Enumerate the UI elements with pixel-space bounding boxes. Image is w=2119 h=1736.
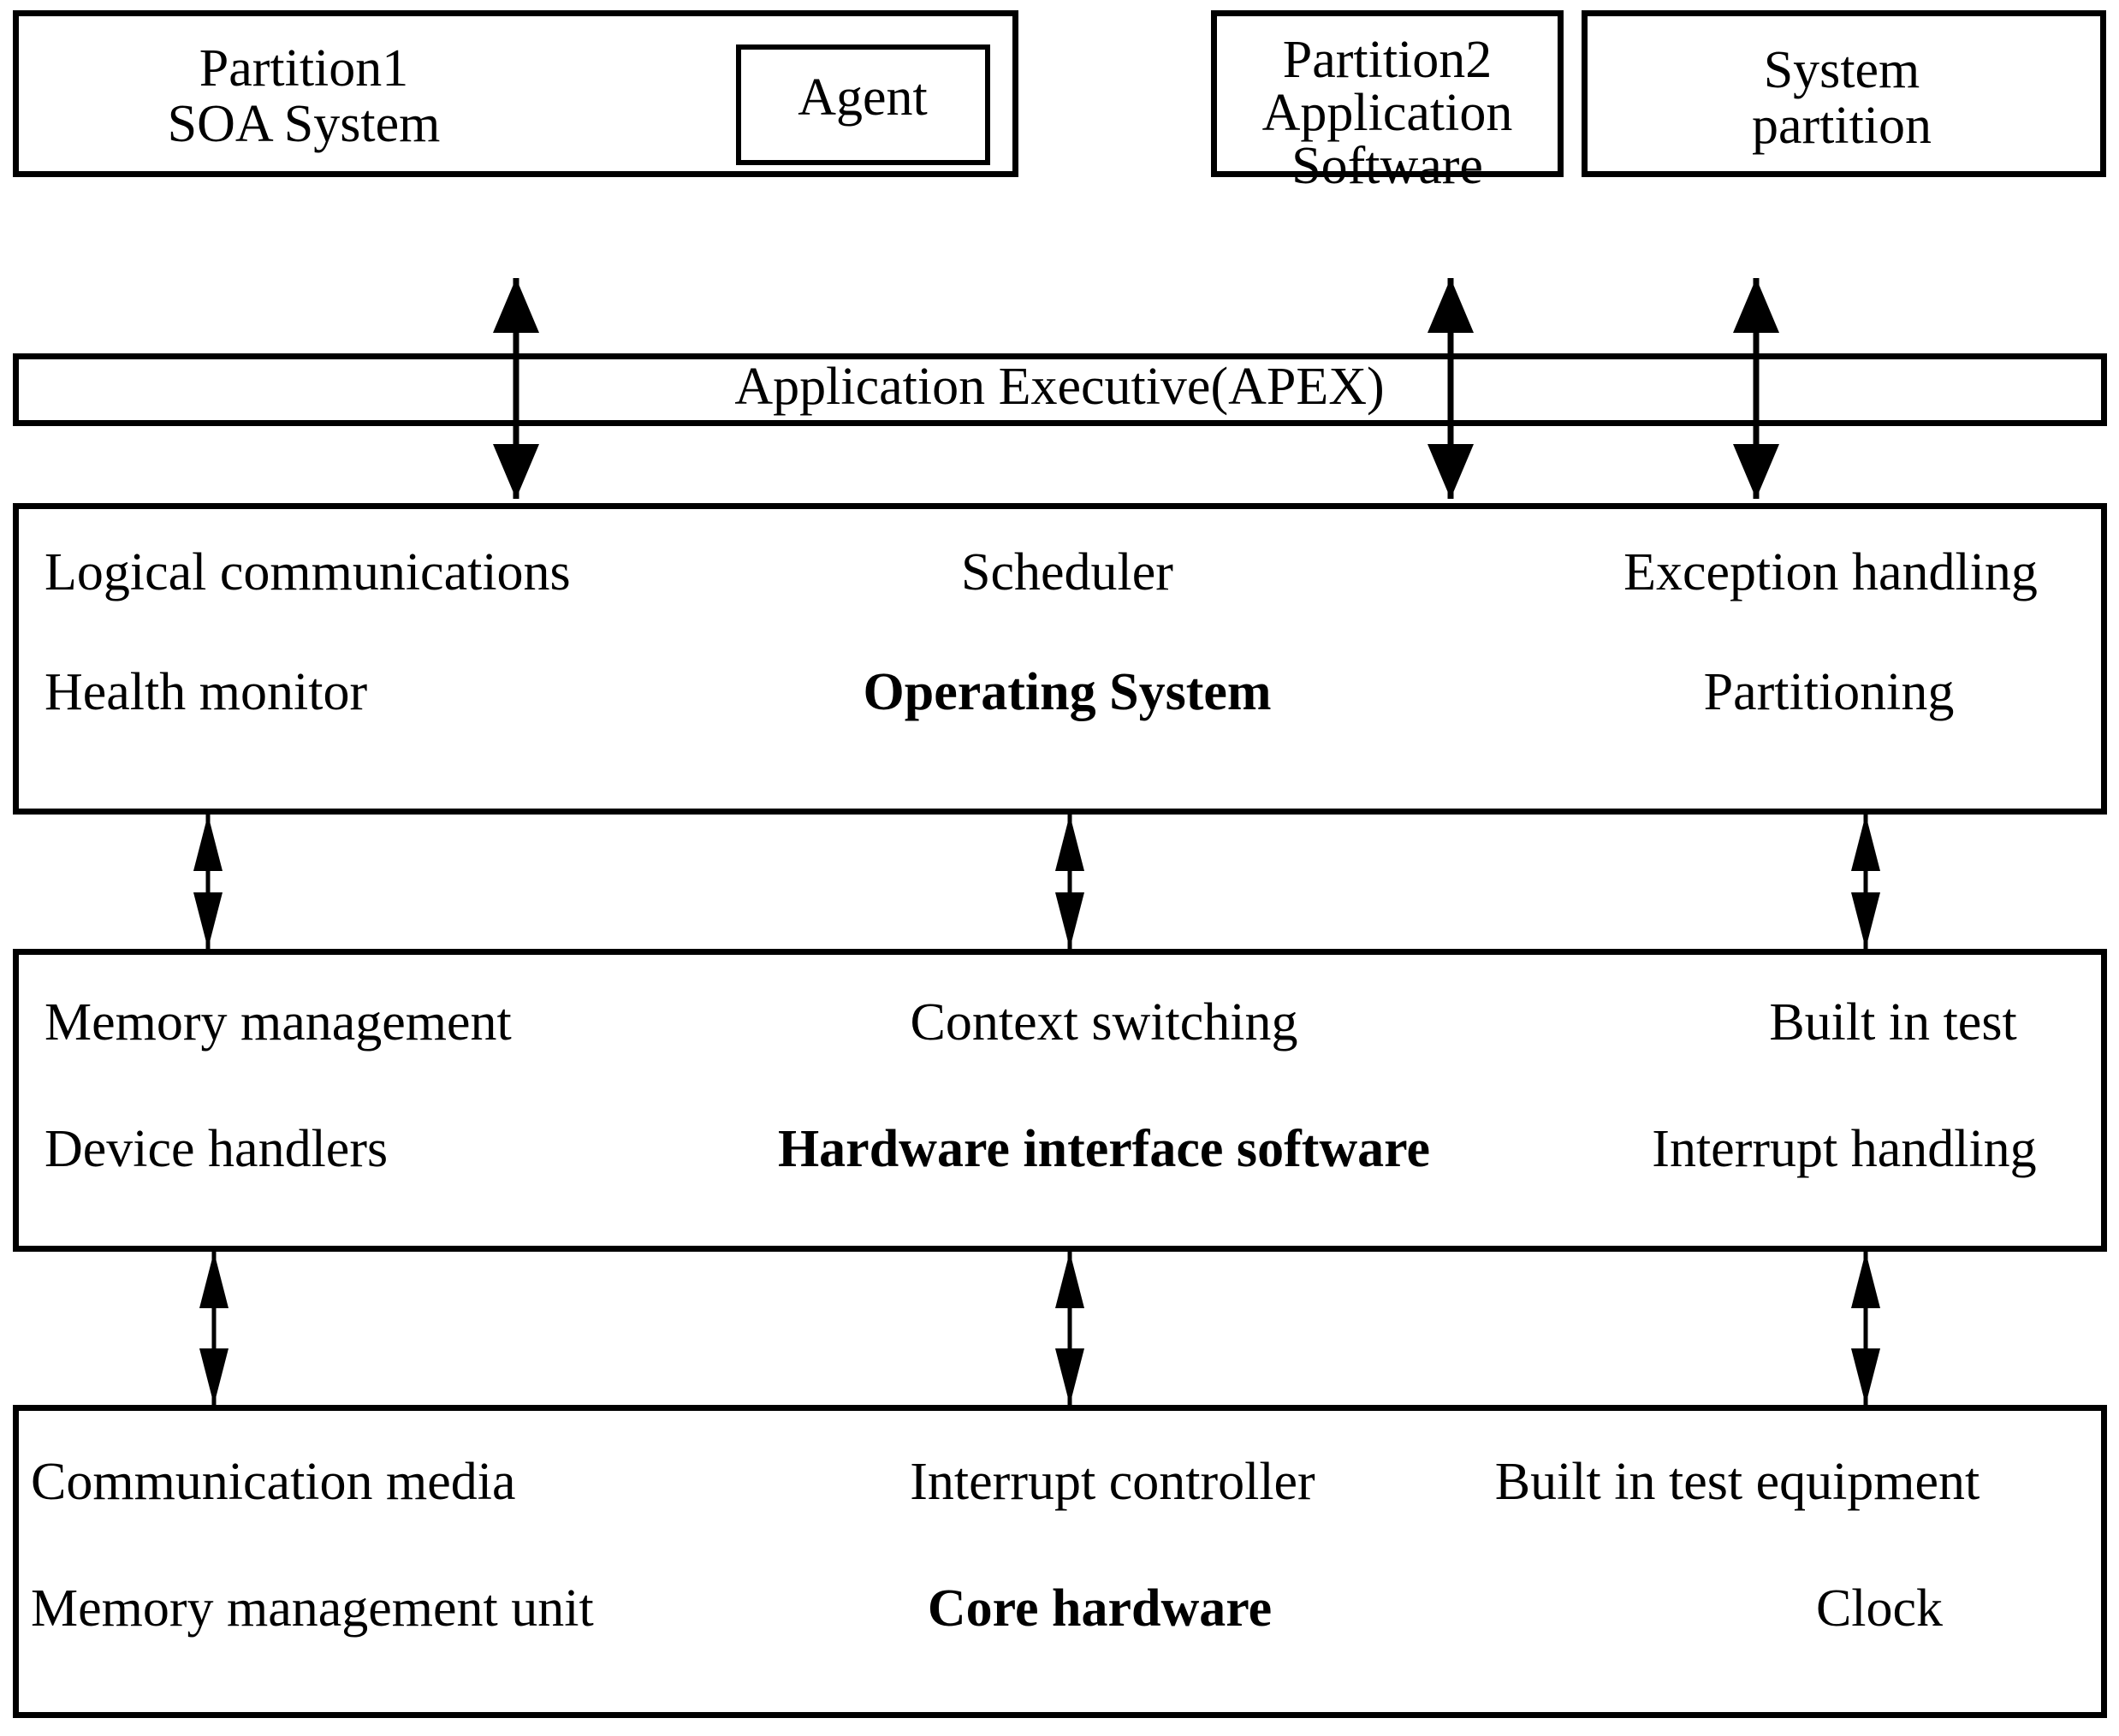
arrow-shaft [1863, 1252, 1868, 1405]
arrow-shaft [1067, 815, 1072, 949]
arrow-shaft [1863, 815, 1868, 949]
arrow-shaft [1753, 278, 1760, 499]
cell-interrupt-handling: Interrupt handling [1652, 1120, 2037, 1178]
cell-hardware-interface-software: Hardware interface software [777, 1120, 1431, 1178]
partition2-box [1211, 10, 1564, 177]
operating-system-box [13, 503, 2107, 815]
arrow-head-down-icon [193, 892, 223, 949]
arrow-head-down-icon [1733, 444, 1779, 499]
cell-scheduler: Scheduler [961, 543, 1173, 601]
hardware-interface-software-box [13, 949, 2107, 1252]
system-partition-box [1582, 10, 2106, 177]
arrow-head-down-icon [1428, 444, 1474, 499]
partition2-label-line3: Software [1291, 137, 1483, 195]
arrow-head-down-icon [1055, 892, 1084, 949]
arrow-shaft [1447, 278, 1454, 499]
cell-memory-management: Memory management [45, 993, 512, 1052]
cell-operating-system: Operating System [863, 663, 1272, 721]
cell-built-in-test-equipment: Built in test equipment [1494, 1453, 1980, 1511]
cell-core-hardware: Core hardware [927, 1579, 1273, 1638]
core-hardware-box [13, 1405, 2107, 1718]
cell-device-handlers: Device handlers [45, 1120, 389, 1178]
agent-box [736, 44, 990, 165]
cell-interrupt-controller: Interrupt controller [910, 1453, 1315, 1511]
arrow-head-down-icon [1055, 1348, 1084, 1405]
arrow-shaft [205, 815, 211, 949]
arrow-head-down-icon [199, 1348, 229, 1405]
partition2-label-line1: Partition2 [1282, 31, 1493, 89]
arrow-shaft [211, 1252, 217, 1405]
cell-exception-handling: Exception handling [1623, 543, 2038, 601]
cell-health-monitor: Health monitor [45, 663, 368, 721]
cell-logical-communications: Logical communications [45, 543, 571, 601]
cell-context-switching: Context switching [910, 993, 1298, 1052]
cell-clock: Clock [1815, 1579, 1944, 1638]
arrow-head-down-icon [1851, 892, 1880, 949]
cell-communication-media: Communication media [31, 1453, 516, 1511]
arrow-shaft [513, 278, 519, 499]
cell-partitioning: Partitioning [1703, 663, 1955, 721]
cell-memory-management-unit: Memory management unit [31, 1579, 594, 1638]
cell-built-in-test: Built in test [1769, 993, 2017, 1052]
arrow-head-down-icon [493, 444, 539, 499]
partition2-label-line2: Application [1261, 84, 1513, 142]
partition1-label-line2: SOA System [167, 95, 441, 153]
partition1-label-line1: Partition1 [199, 39, 409, 98]
agent-label: Agent [798, 68, 928, 127]
arrow-head-down-icon [1851, 1348, 1880, 1405]
system-partition-label-line2: partition [1751, 97, 1932, 155]
apex-label: Application Executive(APEX) [734, 358, 1385, 416]
system-partition-label-line1: System [1763, 41, 1920, 99]
arrow-shaft [1067, 1252, 1072, 1405]
